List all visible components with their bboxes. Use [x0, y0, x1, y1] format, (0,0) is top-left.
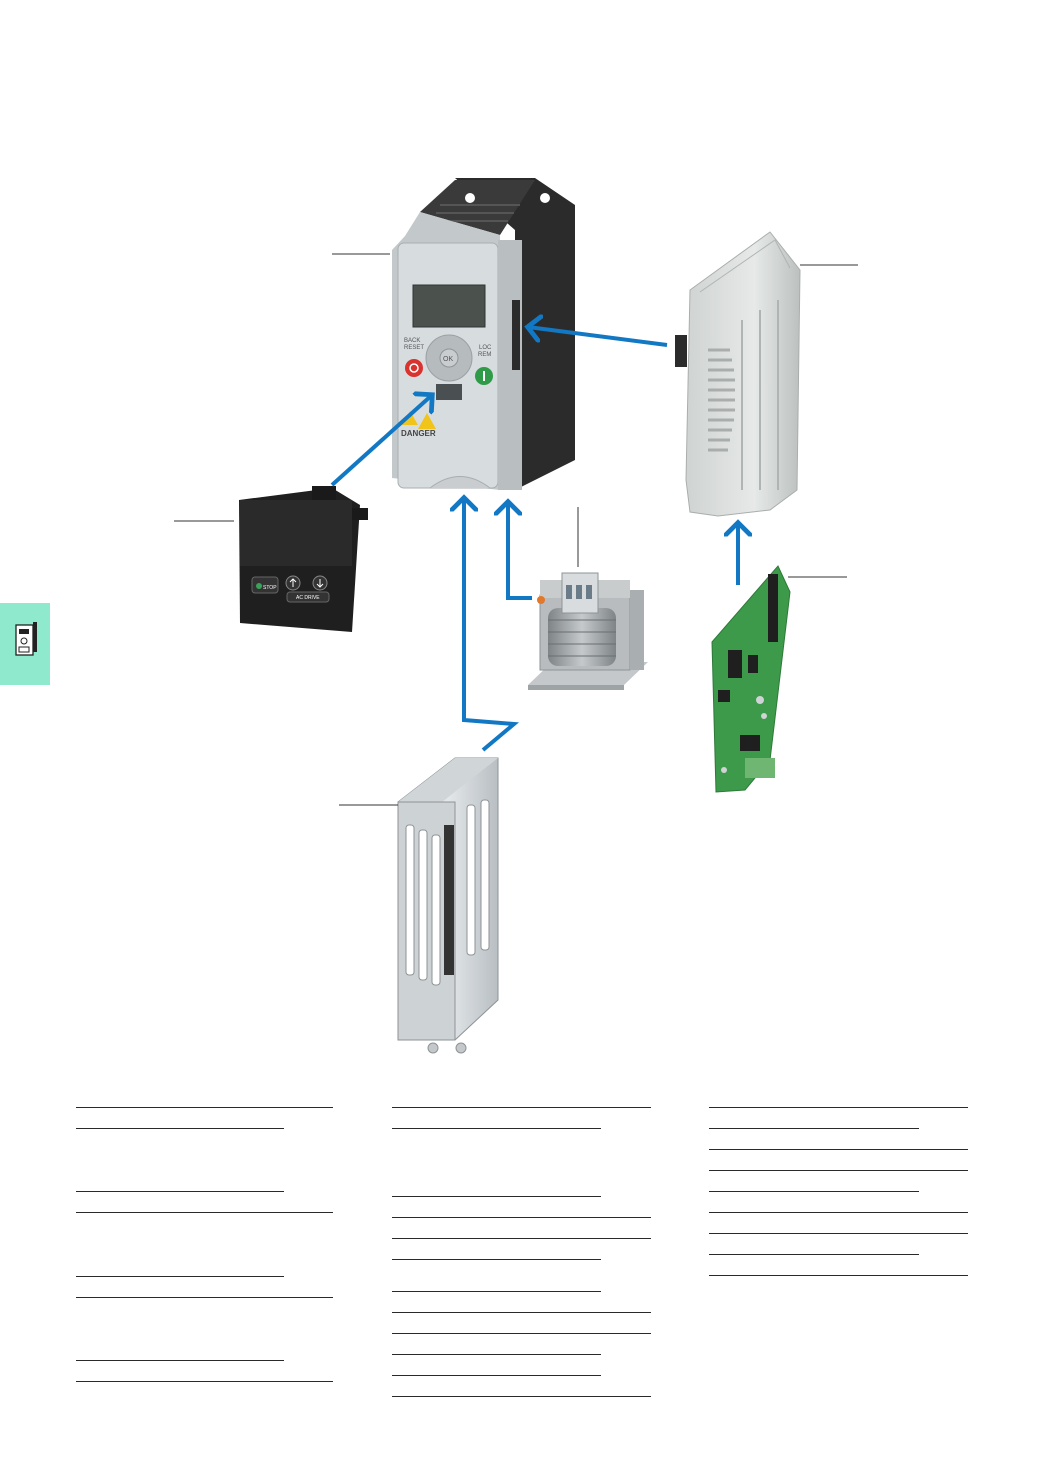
svg-text:RESET: RESET [404, 345, 424, 351]
fieldbus-cover [675, 231, 801, 517]
drive-thumbnail-icon [15, 622, 37, 656]
arrow-keypad-to-drive [330, 395, 432, 487]
text-rule [76, 1276, 284, 1277]
back-reset-label: BACK [404, 338, 420, 344]
text-rule [76, 1191, 284, 1192]
text-rule [709, 1233, 968, 1234]
warning-triangle-icon [402, 411, 418, 425]
svg-text:REM: REM [478, 352, 491, 358]
text-rule [709, 1275, 968, 1276]
text-rule [392, 1375, 601, 1376]
text-rule [392, 1312, 651, 1313]
ok-button: OK [443, 356, 453, 363]
section-tab [0, 603, 50, 685]
arrow-cover-to-drive [528, 327, 668, 347]
text-rule [392, 1259, 601, 1260]
keypad-stop-label: STOP [263, 585, 277, 591]
text-rule [392, 1291, 601, 1292]
braking-resistor [397, 757, 499, 1054]
text-rule [392, 1354, 601, 1355]
text-rule [392, 1333, 651, 1334]
control-pcb [711, 565, 791, 793]
arrow-transformer-to-drive [508, 502, 532, 600]
text-rule [709, 1107, 968, 1108]
arrow-resistor-to-drive [464, 498, 520, 752]
stop-button-icon [405, 359, 423, 377]
text-rule [392, 1107, 651, 1108]
text-rule [709, 1191, 919, 1192]
text-rule [392, 1217, 651, 1218]
text-rule [709, 1170, 968, 1171]
text-rule [76, 1360, 284, 1361]
loc-rem-label: LOC [479, 345, 492, 351]
text-rule [392, 1396, 651, 1397]
text-rule [709, 1128, 919, 1129]
text-rule [76, 1297, 333, 1298]
keypad-panel-label: AC DRIVE [296, 595, 320, 601]
text-rule [76, 1381, 333, 1382]
text-rule [76, 1212, 333, 1213]
text-rule [392, 1196, 601, 1197]
text-rule [709, 1149, 968, 1150]
text-rule [76, 1128, 284, 1129]
text-rule [709, 1254, 919, 1255]
text-rule [76, 1107, 333, 1108]
transformer [528, 572, 648, 690]
text-rule [392, 1238, 651, 1239]
keypad-module: STOP AC DRIVE [239, 486, 368, 632]
frequency-inverter: BACK RESET LOC REM OK DANGER [392, 178, 575, 490]
text-rule [709, 1212, 968, 1213]
text-rule [392, 1128, 601, 1129]
warning-label: DANGER [401, 429, 436, 438]
